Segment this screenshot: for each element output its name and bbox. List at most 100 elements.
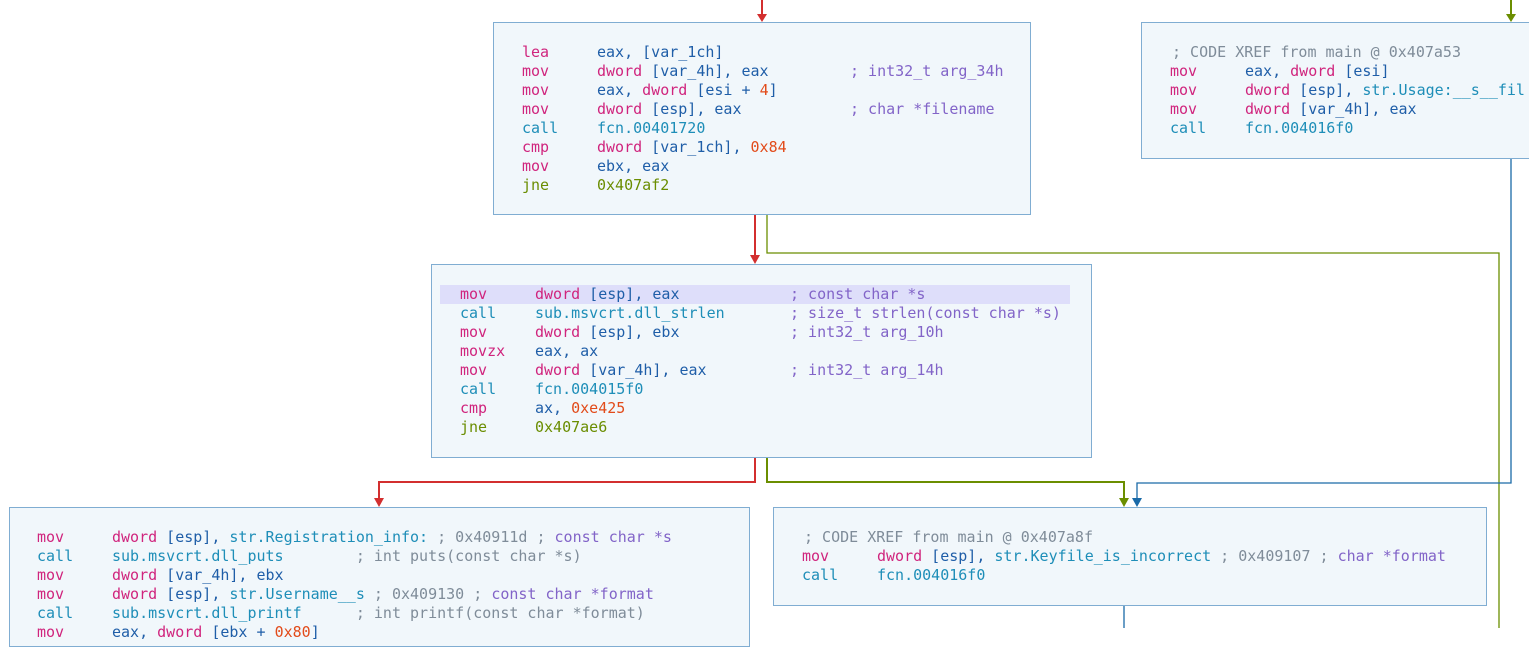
operand-token: [var_1ch], [642,138,751,156]
operands[interactable]: dword [esp], ebx [535,323,680,342]
operand-token: 0x407af2 [597,176,670,194]
operands[interactable]: eax, dword [ebx + 0x80] [112,623,320,642]
asm-line[interactable]: mov dword [esp], str.Keyfile_is_incorrect… [802,547,1486,566]
mnemonic: mov [37,528,65,546]
asm-line[interactable]: mov dword [esp], ebx ; int32_t arg_10h [460,323,1091,342]
asm-line[interactable]: mov dword [esp], str.Registration_info: ;… [37,528,749,547]
operands[interactable]: fcn.004016f0 [1245,119,1353,138]
asm-line[interactable]: mov dword [var_4h], eax ; int32_t arg_34h [522,62,1030,81]
operand-token: sub.msvcrt.dll_strlen [535,304,725,322]
edge-a-to-c-arrow [750,255,760,264]
operands[interactable]: fcn.00401720 [597,119,705,138]
operands[interactable]: fcn.004015f0 [535,380,643,399]
operand-token: 4 [759,81,769,99]
operands[interactable]: eax, dword [esi + 4] [597,81,778,100]
operand-token: dword [597,62,643,80]
operand-token: sub.msvcrt.dll_printf [112,604,302,622]
mnemonic: mov [460,285,488,303]
operands[interactable]: dword [var_4h], eax [597,62,769,81]
operand-token: dword [1245,81,1291,99]
operand-token: dword [597,100,643,118]
inline-comment: ; int32_t arg_34h [850,62,1004,80]
operands[interactable]: 0x407ae6 [535,418,607,437]
edge-b-to-e [1136,159,1512,503]
graph-edges [374,0,1516,628]
edge-a-jne [766,215,1500,628]
mnemonic: mov [1170,81,1198,99]
operands[interactable]: dword [esp], str.Keyfile_is_incorrect ; … [877,547,1446,566]
operands[interactable]: dword [var_4h], eax [535,361,707,380]
operand-token: str.Registration_info: [229,528,429,546]
operand-token: ] [310,623,320,641]
asm-line[interactable]: ; CODE XREF from main @ 0x407a8f [802,528,1486,547]
operand-token: sub.msvcrt.dll_puts [112,547,284,565]
operands[interactable]: eax, [var_1ch] [597,43,723,62]
mnemonic: mov [802,547,830,565]
operand-token: str.Keyfile_is_incorrect [994,547,1212,565]
operands[interactable]: dword [esp], eax [535,285,680,304]
operand-token: const char *format [491,585,654,603]
operands[interactable]: sub.msvcrt.dll_puts ; int puts(const cha… [112,547,582,566]
inline-comment: ; int32_t arg_14h [790,361,944,379]
operands[interactable]: dword [var_1ch], 0x84 [597,138,787,157]
operand-token: str.Usage:__s__fil [1362,81,1525,99]
asm-line[interactable]: mov dword [esp], str.Username__s ; 0x4091… [37,585,749,604]
mnemonic: mov [522,100,550,118]
operands[interactable]: ebx, eax [597,157,669,176]
operands[interactable]: dword [var_4h], ebx [112,566,284,585]
operands[interactable]: dword [var_4h], eax [1245,100,1417,119]
operand-token: eax, [112,623,158,641]
asm-line[interactable]: call sub.msvcrt.dll_printf ; int printf(c… [37,604,749,623]
operands[interactable]: 0x407af2 [597,176,669,195]
operands[interactable]: dword [esp], eax [597,100,742,119]
operands[interactable]: fcn.004016f0 [877,566,985,585]
asm-line[interactable]: ; CODE XREF from main @ 0x407a53 [1170,43,1529,62]
operands[interactable]: sub.msvcrt.dll_printf ; int printf(const… [112,604,645,623]
mnemonic: mov [460,323,488,341]
mnemonic: mov [37,585,65,603]
mnemonic: mov [522,62,550,80]
operand-token: ax, [535,399,572,417]
operand-token: char *format [1337,547,1446,565]
operands[interactable]: sub.msvcrt.dll_strlen [535,304,725,323]
operands[interactable]: dword [esp], str.Registration_info: ; 0x… [112,528,672,547]
mnemonic: lea [522,43,550,61]
asm-line[interactable]: mov dword [esp], str.Usage:__s__fil [1170,81,1529,100]
asm-line[interactable]: lea eax, [var_1ch] [522,43,1030,62]
basic-block-a[interactable]: lea eax, [var_1ch]mov dword [var_4h], eax;… [493,22,1031,215]
operands[interactable]: dword [esp], str.Usage:__s__fil [1245,81,1525,100]
operands[interactable]: eax, dword [esi] [1245,62,1390,81]
operand-token: [esi + [687,81,760,99]
mnemonic: call [37,604,74,622]
operands[interactable]: dword [esp], str.Username__s ; 0x409130 … [112,585,654,604]
operands[interactable]: ax, 0xe425 [535,399,625,418]
operand-token: eax, [var_1ch] [597,43,724,61]
basic-block-d[interactable]: mov dword [esp], str.Registration_info: ;… [9,507,750,647]
operand-token: ; int printf(const char *format) [301,604,645,622]
inline-comment: ; int32_t arg_10h [790,323,944,341]
operands[interactable]: eax, ax [535,342,598,361]
